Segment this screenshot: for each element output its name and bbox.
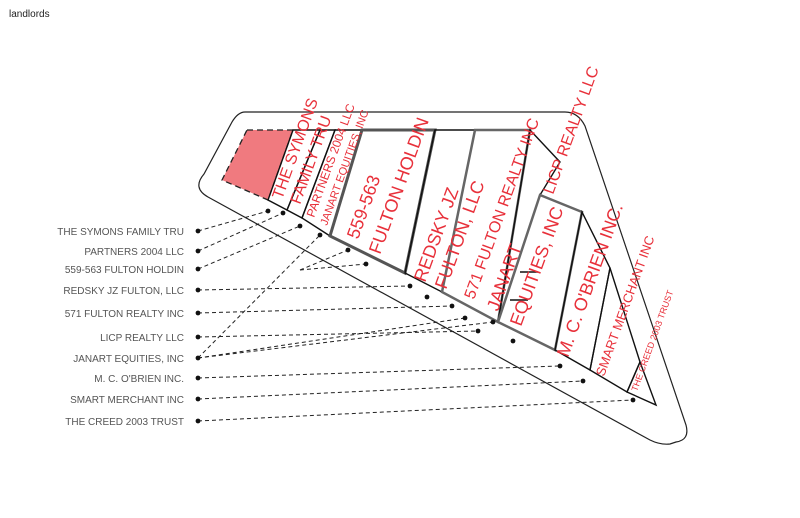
legend-dot xyxy=(195,228,201,234)
parcel-dot xyxy=(363,261,369,267)
legend-label-janart: JANART EQUITIES, INC xyxy=(73,354,184,365)
parcel-dot xyxy=(297,223,303,229)
legend-dot xyxy=(195,396,201,402)
diagram-title: landlords xyxy=(9,9,50,20)
parcel-dot xyxy=(407,283,413,289)
parcel-labels: THE SYMONS FAMILY TRU PARTNERS 2004 LLC … xyxy=(270,64,676,392)
legend-dot xyxy=(195,418,201,424)
plot-label-licp: LICP REALTY LLC xyxy=(541,64,603,196)
legend-label-obrien: M. C. O'BRIEN INC. xyxy=(94,374,184,385)
legend-label-partners: PARTNERS 2004 LLC xyxy=(84,247,184,258)
legend-label-559: 559-563 FULTON HOLDIN xyxy=(65,265,184,276)
parcel-dot xyxy=(557,363,563,369)
parcel-dot xyxy=(490,319,496,325)
legend-label-redsky: REDSKY JZ FULTON, LLC xyxy=(63,286,184,297)
legend-dot xyxy=(195,375,201,381)
parcels xyxy=(267,128,658,407)
legend-dot xyxy=(195,334,201,340)
parcel-dot xyxy=(424,294,430,300)
parcel-dot xyxy=(462,315,468,321)
block-outline xyxy=(198,111,688,445)
parcel-dot xyxy=(510,338,516,344)
parcel-dot xyxy=(580,378,586,384)
parcel-creed xyxy=(626,360,658,407)
legend: THE SYMONS FAMILY TRU PARTNERS 2004 LLC … xyxy=(57,227,184,428)
legend-label-symons: THE SYMONS FAMILY TRU xyxy=(57,227,184,238)
legend-dot xyxy=(195,310,201,316)
parcel-dot xyxy=(345,247,351,253)
leader-lines xyxy=(197,210,634,422)
parcel-dot xyxy=(265,208,271,214)
legend-dot xyxy=(195,287,201,293)
plot-label-creed: THE CREED 2003 TRUST xyxy=(629,288,675,392)
legend-label-571: 571 FULTON REALTY INC xyxy=(65,309,184,320)
parcel-dot xyxy=(475,328,481,334)
legend-label-licp: LICP REALTY LLC xyxy=(100,333,184,344)
legend-label-creed: THE CREED 2003 TRUST xyxy=(65,417,184,428)
legend-dot xyxy=(195,248,201,254)
parcel-dot xyxy=(317,232,323,238)
parcel-dot xyxy=(449,303,455,309)
legend-dot xyxy=(195,355,201,361)
leader-dots xyxy=(195,208,636,424)
parcel-dot xyxy=(630,397,636,403)
legend-label-smart: SMART MERCHANT INC xyxy=(70,395,184,406)
parcel-dot xyxy=(280,210,286,216)
legend-dot xyxy=(195,266,201,272)
